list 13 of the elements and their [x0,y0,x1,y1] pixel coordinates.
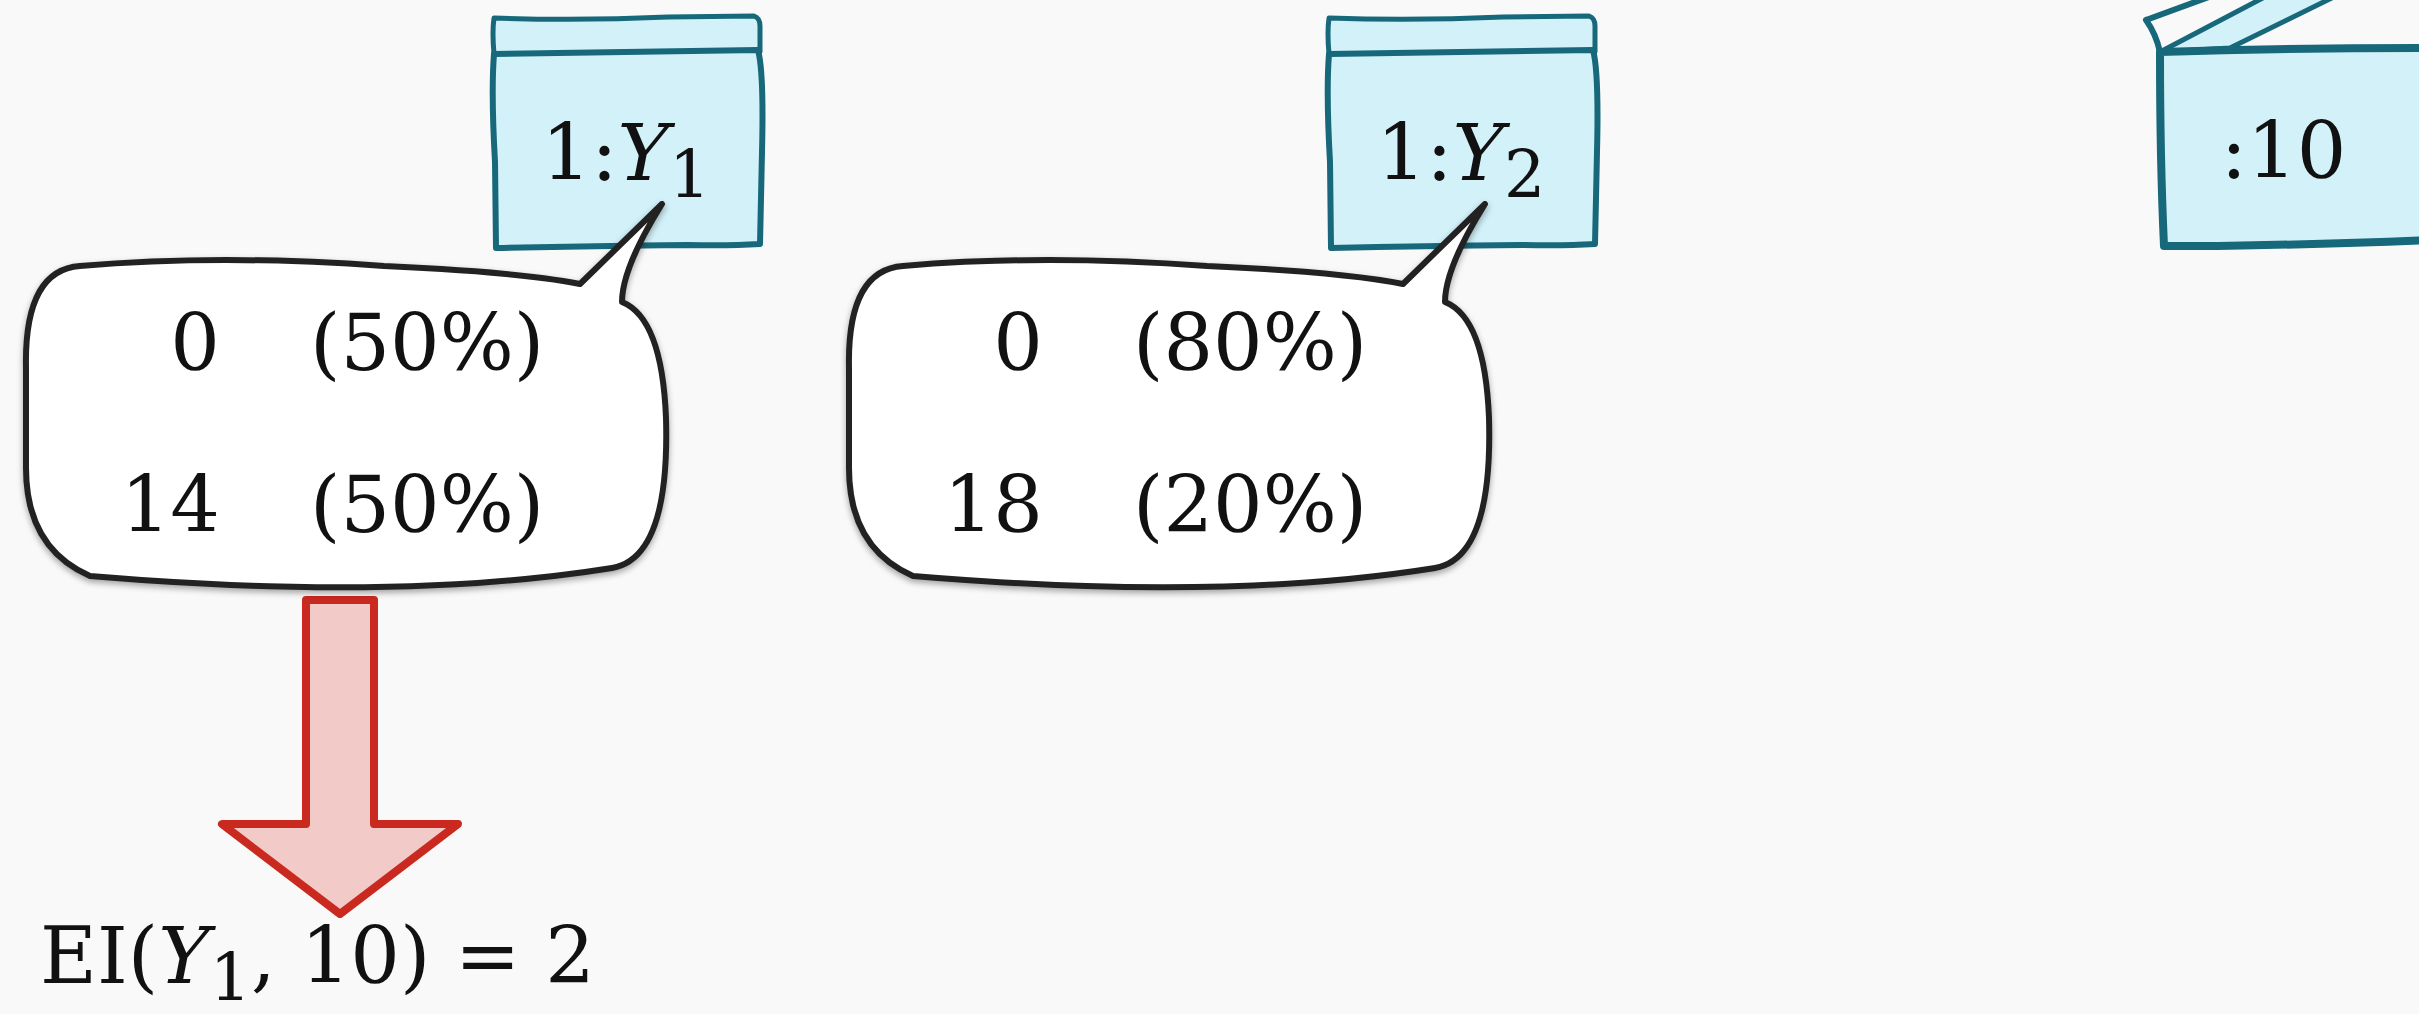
box-label: 1:Y$_{1}$ [540,114,712,207]
bubble-text: (80%) [1133,304,1368,382]
bubble-text: 18 [943,466,1043,544]
bubble-text: 14 [120,466,220,544]
bubble-text: (50%) [310,304,545,382]
bubble-text: 0 [993,304,1043,382]
bubble-text: (20%) [1133,466,1368,544]
box-label: :10 [2219,112,2348,190]
block-arrow [218,596,462,918]
bubble-text: (50%) [310,466,545,544]
box-label: 1:Y$_{2}$ [1375,114,1547,207]
bubble-text: 0 [170,304,220,382]
formula-text: EI(Y$_{1}$, 10) = 2 [40,912,680,1008]
